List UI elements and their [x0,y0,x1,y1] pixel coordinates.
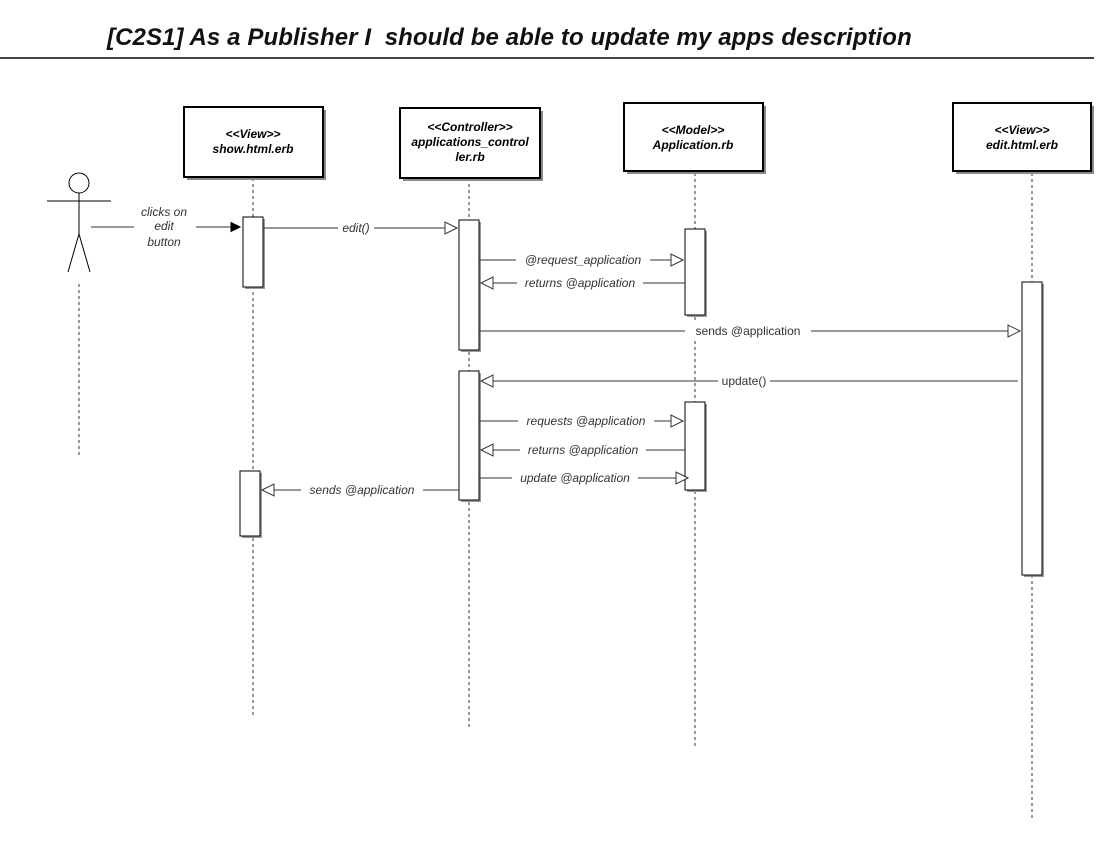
participant-controller-name-cont: ler.rb [455,150,484,164]
actor-right-leg [78,233,91,273]
message-request-application: @request_application [479,252,685,268]
message-requests-application-label: requests @application [527,414,646,428]
participant-edit: <<View>> edit.html.erb [952,102,1094,174]
activation-show-2 [239,470,261,537]
activation-controller-1 [458,219,480,351]
message-returns-application-2: returns @application [479,442,685,458]
actor-message-line-3: button [147,235,181,249]
message-update-application: update @application [479,470,690,486]
actor-message-line-2: edit [154,219,174,233]
participant-controller-stereotype: <<Controller>> [427,120,512,134]
message-edit-label: edit() [342,221,369,235]
activation-controller-2 [458,370,480,501]
title-divider [0,57,1094,59]
actor-figure [47,172,111,455]
message-update: update() [479,373,1018,389]
message-sends-application-2-label: sends @application [310,483,415,497]
activation-model-2 [684,401,706,491]
participant-model: <<Model>> Application.rb [623,102,766,174]
actor-left-leg [67,233,80,273]
message-update-application-label: update @application [520,471,630,485]
participant-model-name: Application.rb [652,138,734,152]
activation-model-1 [684,228,706,316]
message-sends-application-1-label: sends @application [696,324,801,338]
participant-show-stereotype: <<View>> [226,127,281,141]
actor-head [68,172,90,194]
actor-message-line-1: clicks on [141,205,187,219]
message-request-application-label: @request_application [525,253,642,267]
participant-show: <<View>> show.html.erb [183,106,326,180]
message-sends-application-2: sends @application [260,482,459,498]
message-actor-click: clicks on edit button [91,204,242,250]
participant-show-name: show.html.erb [213,142,294,156]
message-requests-application: requests @application [479,413,685,429]
activation-show-1 [242,216,264,288]
message-update-label: update() [722,374,767,388]
participant-controller-name: applications_control [411,135,529,149]
participant-edit-stereotype: <<View>> [995,123,1050,137]
activations [239,216,1044,577]
participant-edit-name: edit.html.erb [986,138,1058,152]
participant-model-stereotype: <<Model>> [662,123,725,137]
message-returns-application-1: returns @application [479,275,685,291]
activation-edit-1 [1021,281,1043,576]
diagram-title: [C2S1] As a Publisher I should be able t… [107,24,912,51]
message-returns-application-1-label: returns @application [525,276,636,290]
message-edit: edit() [263,220,459,236]
participant-controller: <<Controller>> applications_control ler.… [399,107,543,181]
message-sends-application-1: sends @application [479,323,1022,339]
message-returns-application-2-label: returns @application [528,443,639,457]
